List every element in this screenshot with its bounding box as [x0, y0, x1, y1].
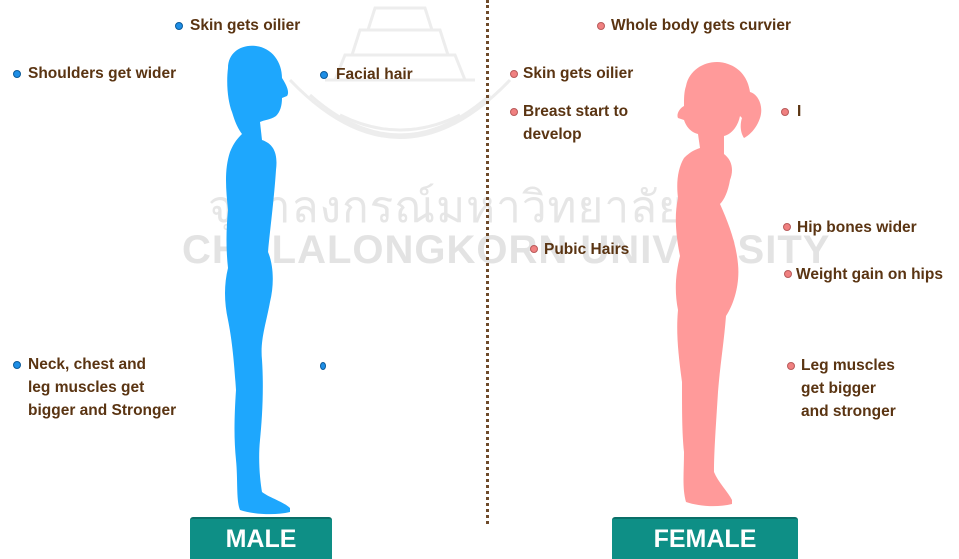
female-label-cut: I	[797, 100, 801, 123]
male-silhouette	[190, 40, 310, 520]
male-bullet	[13, 70, 21, 78]
female-bullet	[597, 22, 605, 30]
female-badge: FEMALE	[612, 517, 798, 559]
female-bullet	[781, 108, 789, 116]
female-label-breast-line2: develop	[523, 123, 582, 146]
male-bullet-partial	[320, 362, 326, 370]
female-label-skin-oilier: Skin gets oilier	[523, 62, 633, 85]
male-badge: MALE	[190, 517, 332, 559]
male-label-neck-line2: leg muscles get	[28, 376, 144, 399]
female-label-curvier: Whole body gets curvier	[611, 14, 791, 37]
female-silhouette	[628, 52, 778, 522]
male-bullet	[175, 22, 183, 30]
female-label-leg-line1: Leg muscles	[801, 354, 895, 377]
female-label-pubic-hairs: Pubic Hairs	[544, 238, 629, 261]
male-bullet	[13, 361, 21, 369]
female-bullet	[787, 362, 795, 370]
male-label-facial-hair: Facial hair	[336, 63, 413, 86]
center-divider	[486, 0, 489, 524]
female-bullet	[530, 245, 538, 253]
male-label-neck-line1: Neck, chest and	[28, 353, 146, 376]
female-label-weight-gain: Weight gain on hips	[796, 263, 943, 286]
female-bullet	[784, 270, 792, 278]
female-label-leg-line2: get bigger	[801, 377, 876, 400]
female-label-leg-line3: and stronger	[801, 400, 896, 423]
male-label-shoulders: Shoulders get wider	[28, 62, 176, 85]
male-label-skin-oilier: Skin gets oilier	[190, 14, 300, 37]
female-label-hip-bones: Hip bones wider	[797, 216, 917, 239]
male-bullet	[320, 71, 328, 79]
female-label-breast-line1: Breast start to	[523, 100, 628, 123]
male-label-neck-line3: bigger and Stronger	[28, 399, 176, 422]
female-bullet	[510, 70, 518, 78]
female-bullet	[510, 108, 518, 116]
female-bullet	[783, 223, 791, 231]
